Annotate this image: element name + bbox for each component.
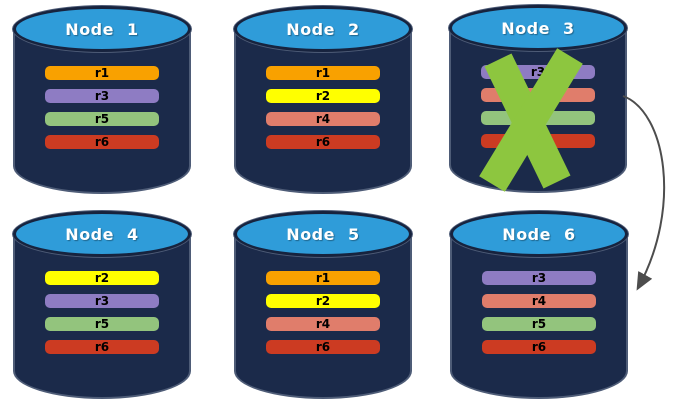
replica-label: r5 <box>94 317 110 331</box>
replica-bar: r4 <box>482 294 596 308</box>
node3-to-node6-arrow <box>622 95 666 291</box>
node-4-cylinder: Node 4 r2 r3 r5 r6 <box>13 211 191 399</box>
replica-label: r3 <box>531 271 547 285</box>
node-2-replica-list: r1 r2 r4 r6 <box>266 66 380 158</box>
node-5-replica-list: r1 r2 r4 r6 <box>266 271 380 363</box>
replica-bar: r2 <box>266 294 380 308</box>
node-1-cylinder-top: Node 1 <box>13 6 191 52</box>
node-4-title: Node 4 <box>65 224 139 244</box>
replica-bar: r6 <box>266 340 380 354</box>
replica-bar: r6 <box>481 134 595 148</box>
replica-label: r1 <box>315 66 331 80</box>
node-5-title: Node 5 <box>286 224 360 244</box>
replica-label: r4 <box>530 88 546 102</box>
replica-bar: r4 <box>481 88 595 102</box>
replica-bar: r3 <box>45 294 159 308</box>
replica-label: r5 <box>531 317 547 331</box>
node-3-title: Node 3 <box>501 18 575 38</box>
replica-bar: r5 <box>45 317 159 331</box>
replica-bar: r1 <box>266 271 380 285</box>
replica-bar: r3 <box>45 89 159 103</box>
node-6-replica-list: r3 r4 r5 r6 <box>482 271 596 363</box>
replica-bar: r1 <box>45 66 159 80</box>
replica-label: r1 <box>94 66 110 80</box>
node-5-cylinder-top: Node 5 <box>234 211 412 257</box>
replica-bar: r3 <box>481 65 595 79</box>
replica-bar: r6 <box>45 340 159 354</box>
node-3-cylinder: Node 3 r3 r4 r5 r6 <box>449 5 627 193</box>
node-2-title: Node 2 <box>286 19 360 39</box>
replica-bar: r4 <box>266 317 380 331</box>
replica-label: r3 <box>94 294 110 308</box>
replica-bar: r5 <box>481 111 595 125</box>
replica-bar: r6 <box>45 135 159 149</box>
replica-label: r6 <box>531 340 547 354</box>
replica-bar: r6 <box>266 135 380 149</box>
replica-label: r1 <box>315 271 331 285</box>
replica-bar: r5 <box>482 317 596 331</box>
replica-label: r2 <box>315 294 331 308</box>
node-1-title: Node 1 <box>65 19 139 39</box>
replica-label: r2 <box>94 271 110 285</box>
node-3-replica-list: r3 r4 r5 r6 <box>481 65 595 157</box>
node-1-replica-list: r1 r3 r5 r6 <box>45 66 159 158</box>
replica-label: r6 <box>530 134 546 148</box>
replica-label: r3 <box>530 65 546 79</box>
replica-bar: r5 <box>45 112 159 126</box>
replica-bar: r2 <box>45 271 159 285</box>
node-6-cylinder-top: Node 6 <box>450 211 628 257</box>
replica-bar: r1 <box>266 66 380 80</box>
replica-bar: r4 <box>266 112 380 126</box>
replica-label: r5 <box>94 112 110 126</box>
replica-label: r4 <box>531 294 547 308</box>
node-6-title: Node 6 <box>502 224 576 244</box>
node-3-cylinder-top: Node 3 <box>449 5 627 51</box>
replica-bar: r6 <box>482 340 596 354</box>
node-2-cylinder-top: Node 2 <box>234 6 412 52</box>
node-1-cylinder: Node 1 r1 r3 r5 r6 <box>13 6 191 194</box>
replica-label: r6 <box>94 340 110 354</box>
node-6-cylinder: Node 6 r3 r4 r5 r6 <box>450 211 628 399</box>
replica-label: r6 <box>315 340 331 354</box>
node-4-replica-list: r2 r3 r5 r6 <box>45 271 159 363</box>
replica-label: r4 <box>315 317 331 331</box>
replica-label: r2 <box>315 89 331 103</box>
node-5-cylinder: Node 5 r1 r2 r4 r6 <box>234 211 412 399</box>
replica-label: r3 <box>94 89 110 103</box>
replica-label: r4 <box>315 112 331 126</box>
node-2-cylinder: Node 2 r1 r2 r4 r6 <box>234 6 412 194</box>
replica-label: r6 <box>315 135 331 149</box>
node-4-cylinder-top: Node 4 <box>13 211 191 257</box>
replica-label: r5 <box>530 111 546 125</box>
replica-bar: r2 <box>266 89 380 103</box>
replica-label: r6 <box>94 135 110 149</box>
replica-bar: r3 <box>482 271 596 285</box>
